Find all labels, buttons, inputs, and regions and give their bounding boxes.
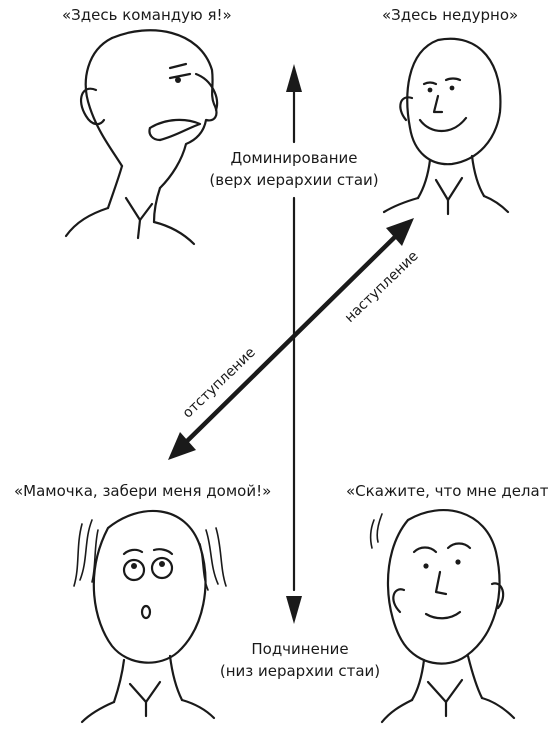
dominance-subtitle: (верх иерархии стаи) [209, 171, 379, 189]
submission-title: Подчинение [251, 640, 349, 658]
diagonal-axis [168, 218, 414, 460]
arrow-down-head [286, 596, 302, 624]
arrow-retreat-head [168, 432, 196, 460]
quote-scared: «Мамочка, забери меня домой!» [14, 482, 272, 500]
quote-submissive: «Скажите, что мне делать» [346, 482, 548, 500]
arrow-advance-head [386, 218, 414, 246]
dominance-label: Доминирование (верх иерархии стаи) [194, 147, 394, 191]
scared-person-figure [73, 509, 227, 724]
content-person-figure [382, 37, 510, 216]
vertical-axis [286, 64, 302, 624]
submissive-person-figure [369, 508, 516, 724]
quote-content: «Здесь недурно» [382, 6, 519, 24]
dominant-person-figure [64, 29, 219, 246]
submission-label: Подчинение (низ иерархии стаи) [200, 638, 400, 682]
dominance-title: Доминирование [230, 149, 358, 167]
submission-subtitle: (низ иерархии стаи) [219, 662, 381, 680]
quote-dominant: «Здесь командую я!» [62, 6, 232, 24]
arrow-up-head [286, 64, 302, 92]
